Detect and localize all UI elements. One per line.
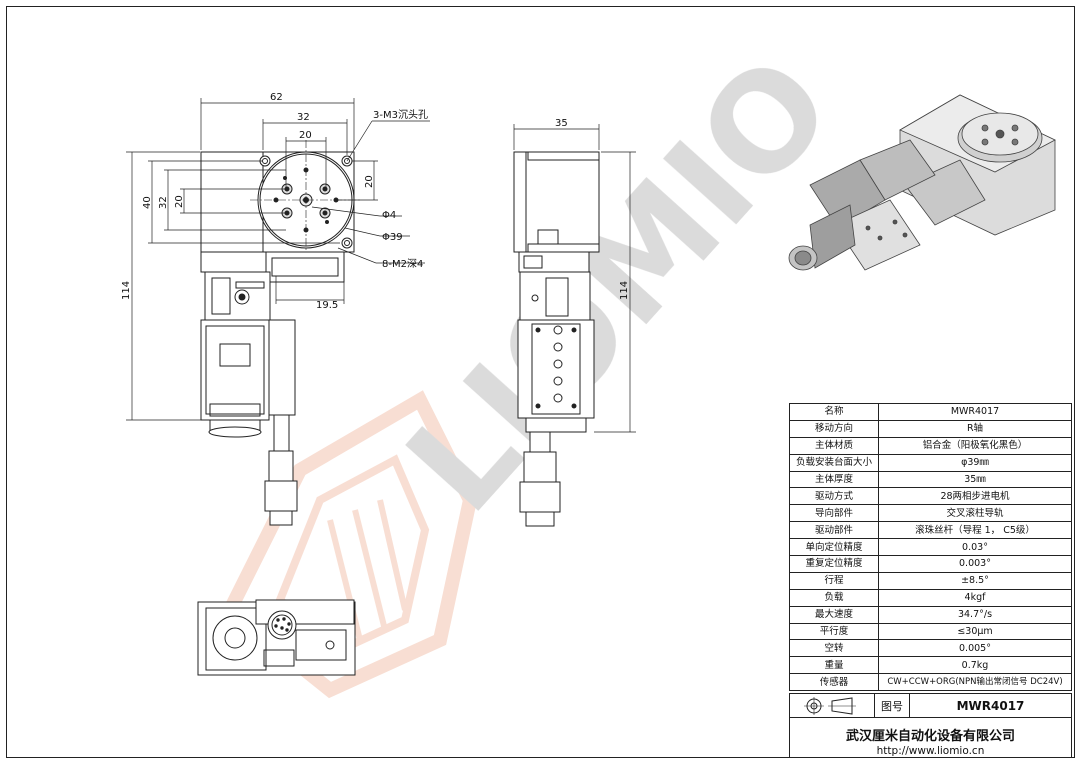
spec-row: 驱动部件滚珠丝杆（导程 1， C5级） — [789, 521, 1072, 540]
spec-key: 重量 — [789, 656, 879, 675]
spec-value: φ39㎜ — [878, 453, 1072, 472]
title-block-row: 图号 MWR4017 — [789, 693, 1072, 718]
front-view-dim-labels: 62 32 20 3-M3沉头孔 40 32 20 20 114 Φ4 Φ39 … — [121, 92, 428, 311]
drawing-number-value: MWR4017 — [956, 698, 1025, 713]
spec-row: 主体材质铝合金（阳极氧化黑色） — [789, 436, 1072, 455]
dim-20-right: 20 — [364, 175, 375, 188]
dim-19-5: 19.5 — [316, 300, 338, 311]
spec-value: 0.03° — [878, 538, 1072, 557]
spec-row: 行程±8.5° — [789, 571, 1072, 590]
spec-value: 0.7kg — [878, 656, 1072, 675]
dim-40: 40 — [142, 196, 153, 209]
spec-value: 交叉滚柱导轨 — [878, 504, 1072, 523]
spec-key: 重复定位精度 — [789, 555, 879, 573]
dim-114-side: 114 — [619, 281, 630, 300]
company-url[interactable]: http://www.liomio.cn — [876, 745, 985, 757]
dim-32-top: 32 — [297, 112, 310, 123]
dim-35: 35 — [555, 118, 568, 129]
side-view-dim-labels: 35 114 — [555, 118, 630, 300]
spec-key: 负载 — [789, 588, 879, 607]
front-view — [200, 140, 362, 526]
dim-114-front: 114 — [121, 281, 132, 300]
dim-20-left: 20 — [174, 195, 185, 208]
spec-key: 空转 — [789, 639, 879, 658]
spec-value: 0.005° — [878, 639, 1072, 658]
spec-key: 最大速度 — [789, 605, 879, 624]
spec-key: 导向部件 — [789, 504, 879, 523]
spec-value: ≤30μm — [878, 622, 1072, 641]
spec-value: 铝合金（阳极氧化黑色） — [878, 436, 1072, 455]
dim-32-left: 32 — [158, 196, 169, 209]
company-name: 武汉厘米自动化设备有限公司 — [845, 729, 1015, 744]
isometric-product-view — [788, 94, 1056, 271]
dim-8m2-hole: 8-M2深4 — [382, 258, 423, 270]
front-view-dimensions — [126, 98, 430, 421]
spec-key: 单向定位精度 — [789, 538, 879, 557]
side-view-dimensions — [513, 124, 636, 433]
spec-key: 行程 — [789, 571, 879, 590]
spec-row: 平行度≤30μm — [789, 622, 1072, 641]
dim-62: 62 — [270, 92, 283, 103]
drawing-frame — [6, 6, 1075, 758]
dim-20-top: 20 — [299, 130, 312, 141]
dim-dia-39: Φ39 — [382, 232, 403, 243]
spec-value: ±8.5° — [878, 571, 1072, 590]
spec-value: 4kgf — [878, 588, 1072, 607]
spec-key: 传感器 — [789, 673, 879, 692]
bottom-view — [197, 599, 356, 676]
spec-row: 导向部件交叉滚柱导轨 — [789, 504, 1072, 523]
drawing-number-label: 图号 — [875, 694, 910, 717]
spec-value: 滚珠丝杆（导程 1， C5级） — [878, 521, 1072, 540]
spec-value: 35㎜ — [878, 470, 1072, 489]
spec-value: CW+CCW+ORG(NPN输出常闭信号 DC24V) — [878, 673, 1072, 692]
spec-value: MWR4017 — [878, 403, 1072, 421]
dim-3m3-hole: 3-M3沉头孔 — [373, 108, 428, 121]
spec-key: 移动方向 — [789, 419, 879, 438]
spec-key: 平行度 — [789, 622, 879, 641]
spec-key: 主体材质 — [789, 436, 879, 455]
spec-value: 0.003° — [878, 555, 1072, 573]
spec-value: 28两相步进电机 — [878, 487, 1072, 506]
spec-key: 主体厚度 — [789, 470, 879, 489]
spec-value: R轴 — [878, 419, 1072, 438]
spec-key: 驱动方式 — [789, 487, 879, 506]
spec-key: 名称 — [789, 403, 879, 421]
company-block: 武汉厘米自动化设备有限公司 http://www.liomio.cn — [789, 718, 1072, 758]
spec-value: 34.7°/s — [878, 605, 1072, 624]
dim-dia-4: Φ4 — [382, 210, 396, 221]
spec-key: 负载安装台面大小 — [789, 453, 879, 472]
side-view — [513, 151, 600, 527]
spec-key: 驱动部件 — [789, 521, 879, 540]
projection-symbol-icon — [790, 694, 875, 717]
